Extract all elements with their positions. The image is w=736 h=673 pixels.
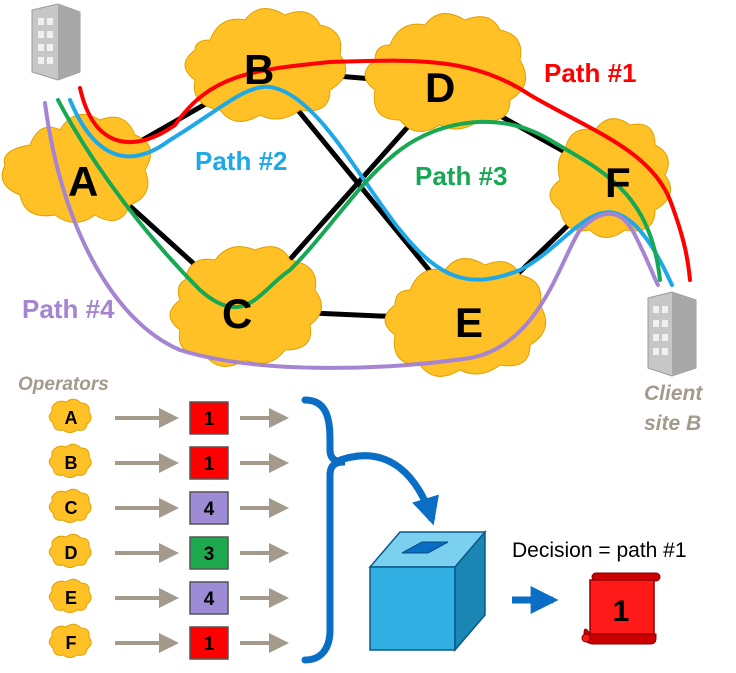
- ballot-box-icon: [368, 529, 487, 653]
- path-2-label: Path #2: [195, 146, 288, 176]
- path-1-label: Path #1: [544, 58, 637, 88]
- vote-box-c: [189, 491, 229, 525]
- cloud-node-b: [184, 8, 347, 122]
- node-label-b: B: [244, 46, 274, 93]
- operator-cloud-a: [48, 398, 92, 433]
- operators-title: Operators: [18, 374, 109, 395]
- vote-rows: A 1 B 1 C 4 D 3: [48, 398, 289, 660]
- operator-label-a: A: [65, 408, 78, 428]
- vote-value-a: 1: [204, 409, 215, 430]
- operator-cloud-d: [48, 533, 92, 568]
- paths: [43, 58, 692, 370]
- vote-row-d: D 3: [48, 533, 289, 570]
- vote-box-f: [189, 626, 229, 660]
- vote-value-c: 4: [204, 499, 215, 520]
- node-label-c: C: [222, 290, 252, 337]
- operator-label-f: F: [66, 633, 77, 653]
- operator-cloud-b: [48, 443, 92, 478]
- clouds: [1, 8, 672, 377]
- building-icon: [647, 291, 697, 377]
- operator-cloud-f: [48, 623, 92, 658]
- decision-value: 1: [613, 595, 630, 628]
- node-label-d: D: [425, 64, 455, 111]
- scroll-icon: [581, 572, 661, 645]
- vote-box-b: [189, 446, 229, 480]
- path-4-line: [43, 101, 660, 370]
- cloud-node-d: [364, 13, 527, 132]
- path-4-label: Path #4: [22, 294, 115, 324]
- path-3-label: Path #3: [415, 161, 508, 191]
- client-site-label-line2: site B: [644, 412, 701, 435]
- operator-label-b: B: [65, 453, 78, 473]
- vote-box-d: [189, 536, 229, 570]
- decision-label: Decision = path #1: [512, 539, 687, 562]
- node-label-e: E: [455, 299, 483, 346]
- vote-row-a: A 1: [48, 398, 289, 435]
- vote-row-f: F 1: [48, 623, 289, 660]
- path-3-line: [56, 98, 662, 310]
- collect-bracket: [301, 396, 346, 664]
- node-label-a: A: [68, 158, 98, 205]
- vote-value-e: 4: [204, 589, 215, 610]
- vote-box-a: [189, 401, 229, 435]
- client-site-label-line1: Client: [644, 382, 703, 405]
- operator-label-d: D: [65, 543, 78, 563]
- vote-value-d: 3: [204, 544, 215, 565]
- vote-row-c: C 4: [48, 488, 289, 525]
- vote-box-e: [189, 581, 229, 615]
- vote-value-f: 1: [204, 634, 215, 655]
- path-1-line: [78, 58, 692, 282]
- operator-label-c: C: [65, 498, 78, 518]
- operator-cloud-e: [48, 578, 92, 613]
- building-icon: [31, 3, 81, 81]
- operator-label-e: E: [65, 588, 77, 608]
- cloud-node-e: [384, 258, 547, 377]
- vote-value-b: 1: [204, 454, 215, 475]
- operator-cloud-c: [48, 488, 92, 523]
- cloud-node-a: [1, 113, 152, 223]
- vote-row-e: E 4: [48, 578, 289, 615]
- node-label-f: F: [605, 159, 631, 206]
- vote-row-b: B 1: [48, 443, 289, 480]
- bracket-to-ballot-arrow: [333, 452, 439, 526]
